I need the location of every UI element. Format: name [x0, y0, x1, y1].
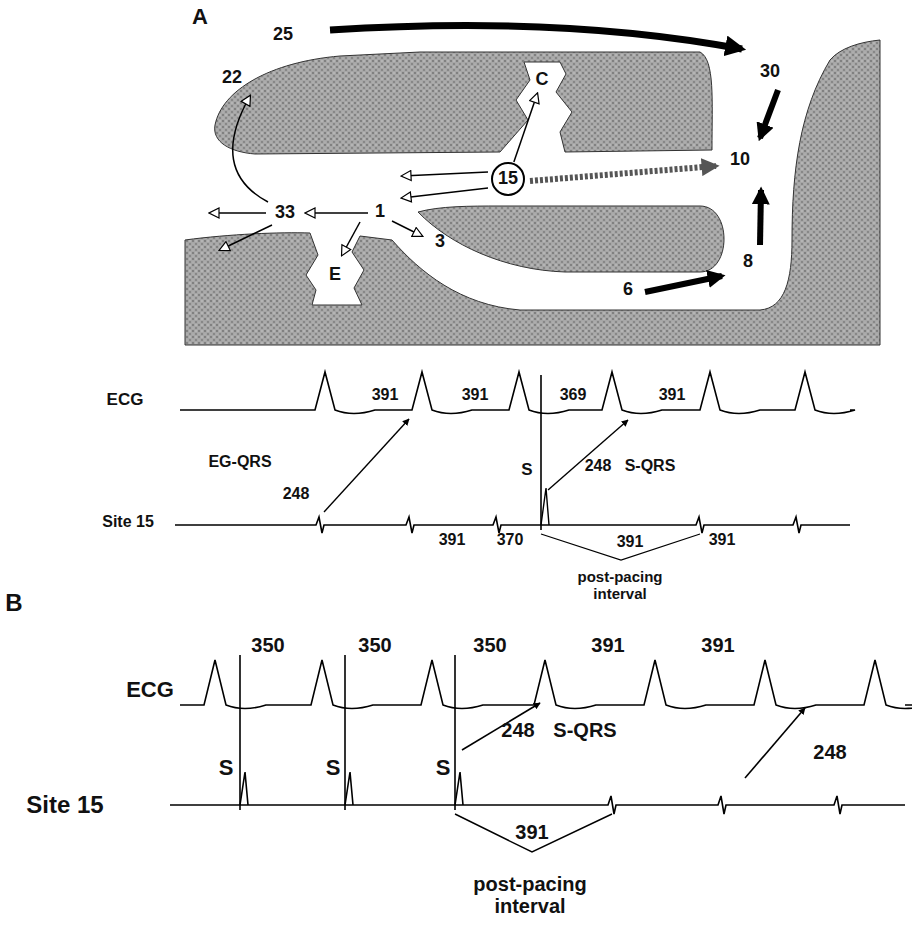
site-circle: 15 — [491, 162, 525, 196]
hatched-arrow — [530, 166, 716, 181]
node-text: E — [329, 265, 341, 285]
stimulus-line — [344, 655, 346, 810]
outer-region — [185, 40, 880, 345]
interval-value: 350 — [473, 634, 506, 656]
interval-value: 248 — [813, 741, 846, 763]
interval-name: post-pacing interval — [468, 873, 593, 917]
stimulus-spike — [455, 772, 463, 805]
stimulus-mark: S — [326, 756, 341, 780]
interval-name: S-QRS — [553, 719, 616, 741]
trace-name: Site 15 — [26, 792, 103, 818]
electrogram-trace — [175, 517, 850, 533]
timing-arrow — [324, 419, 409, 512]
stimulus-spike — [345, 772, 353, 805]
interval-value: 391 — [439, 531, 466, 549]
timing-arrow — [745, 708, 805, 778]
open-arrow — [210, 212, 266, 214]
post-pacing-bracket — [455, 814, 612, 852]
activation-arrows — [210, 25, 778, 292]
site-number: 25 — [273, 25, 293, 45]
black-arrow — [330, 25, 742, 49]
interval-value: 391 — [591, 634, 624, 656]
traces — [170, 372, 912, 852]
interval-name: post-pacing interval — [570, 569, 670, 602]
trace-name: ECG — [126, 678, 174, 702]
interval-value: 391 — [372, 386, 399, 404]
black-arrow — [645, 276, 722, 292]
stimulus-spike — [240, 772, 248, 805]
site-number: 10 — [730, 150, 750, 170]
ecg-trace — [180, 660, 912, 709]
interval-value: 248 — [585, 457, 612, 475]
black-arrow — [760, 90, 778, 138]
interval-value: 248 — [501, 719, 534, 741]
timing-arrow — [462, 703, 540, 750]
interval-value: 370 — [497, 531, 524, 549]
stimulus-mark: S — [219, 756, 234, 780]
open-arrow — [220, 225, 272, 250]
open-arrow — [306, 212, 368, 214]
interval-value: 391 — [515, 821, 548, 843]
stimulus-line — [454, 655, 456, 810]
panel-letter: A — [192, 5, 208, 29]
node-text: C — [536, 70, 549, 90]
post-pacing-bracket — [541, 534, 700, 560]
open-arrow — [233, 96, 268, 202]
trace-name: ECG — [107, 391, 144, 410]
site-number: 30 — [760, 62, 780, 82]
stimulus-mark: S — [521, 461, 532, 480]
tissue-map — [185, 40, 880, 345]
trace-name: Site 15 — [102, 513, 154, 531]
interval-value: 350 — [358, 634, 391, 656]
lower-island — [418, 206, 724, 272]
ecg-trace — [180, 372, 855, 414]
conduction-arrow — [514, 94, 537, 162]
site-number: 6 — [623, 280, 633, 300]
stimulus-line — [540, 375, 542, 530]
site-number: 1 — [375, 202, 385, 222]
black-arrow — [760, 190, 761, 245]
stimulus-line — [239, 655, 241, 810]
open-arrow — [392, 221, 422, 236]
interval-value: 391 — [617, 533, 644, 551]
open-arrow — [342, 222, 360, 255]
open-arrow — [402, 172, 488, 176]
electrogram-trace — [170, 796, 905, 814]
upper-island — [215, 52, 713, 154]
site-number: 3 — [435, 232, 445, 252]
interval-name: EG-QRS — [208, 453, 271, 471]
site-number: 33 — [275, 203, 295, 223]
stimulus-mark: S — [436, 756, 451, 780]
pathway-label-box: C — [532, 68, 553, 92]
interval-value: 391 — [462, 386, 489, 404]
interval-value: 350 — [251, 634, 284, 656]
open-arrow — [402, 188, 488, 198]
interval-value: 248 — [283, 485, 310, 503]
interval-value: 391 — [709, 531, 736, 549]
interval-value: 369 — [560, 386, 587, 404]
interval-value: 391 — [701, 634, 734, 656]
panel-letter: B — [5, 590, 22, 616]
interval-value: 391 — [659, 386, 686, 404]
stimulus-spike — [541, 488, 549, 525]
site-number: 22 — [222, 68, 242, 88]
timing-arrow — [548, 420, 628, 490]
interval-name: S-QRS — [625, 457, 676, 475]
node-text: 15 — [498, 169, 518, 189]
pathway-label-box: E — [325, 263, 345, 287]
site-number: 8 — [743, 252, 753, 272]
